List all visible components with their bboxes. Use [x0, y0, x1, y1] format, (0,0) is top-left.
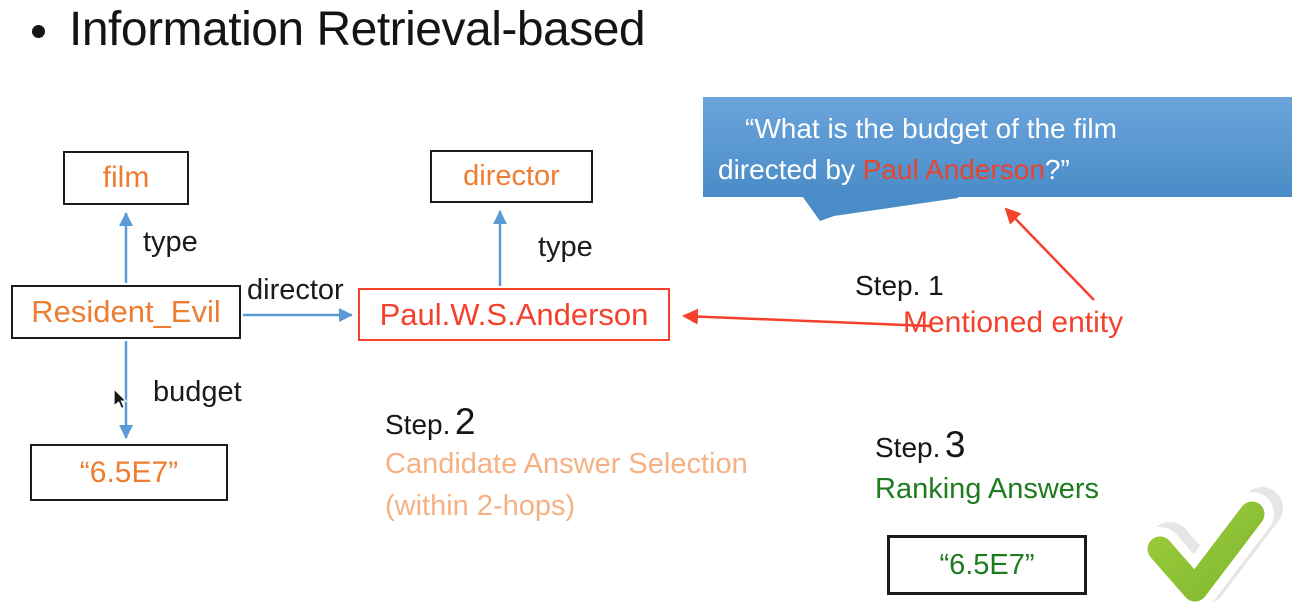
question-line2: directed by Paul Anderson?” [718, 154, 1070, 185]
step3-block: Step. 3 Ranking Answers [875, 424, 1099, 509]
question-line1: “What is the budget of the film [745, 113, 1117, 144]
step2-block: Step. 2 Candidate Answer Selection (with… [385, 401, 748, 527]
mentioned-entity-text: Paul Anderson [862, 154, 1045, 185]
step1-caption: Mentioned entity [903, 306, 1124, 339]
answer-box: “6.5E7” [887, 535, 1087, 595]
edge-label-director: director [247, 274, 344, 306]
step2-caption-line2: (within 2-hops) [385, 490, 576, 522]
node-paul-anderson: Paul.W.S.Anderson [358, 288, 670, 341]
mentioned-entity-arrow [682, 308, 931, 328]
step3-label: Step. 3 [875, 424, 966, 465]
bubble-tail [800, 193, 958, 221]
node-director-class: director [430, 150, 593, 203]
mouse-cursor-icon [113, 387, 128, 410]
step3-caption: Ranking Answers [875, 473, 1100, 505]
edge-label-type-right: type [538, 231, 593, 263]
edge-label-type-left: type [143, 226, 198, 258]
bullet-icon [32, 25, 45, 38]
step2-label: Step. 2 [385, 401, 476, 442]
page-title: Information Retrieval-based [69, 3, 646, 56]
node-budget-value: “6.5E7” [30, 444, 228, 501]
node-film: film [63, 151, 189, 205]
step1-label: Step. 1 [855, 270, 944, 301]
edge-label-budget: budget [153, 376, 242, 408]
node-resident-evil: Resident_Evil [11, 285, 241, 339]
bubble-pointer-arrow [1004, 207, 1095, 301]
step2-caption-line1: Candidate Answer Selection [385, 448, 748, 480]
question-bubble: “What is the budget of the film directed… [703, 97, 1292, 197]
check-icon [1138, 487, 1283, 603]
